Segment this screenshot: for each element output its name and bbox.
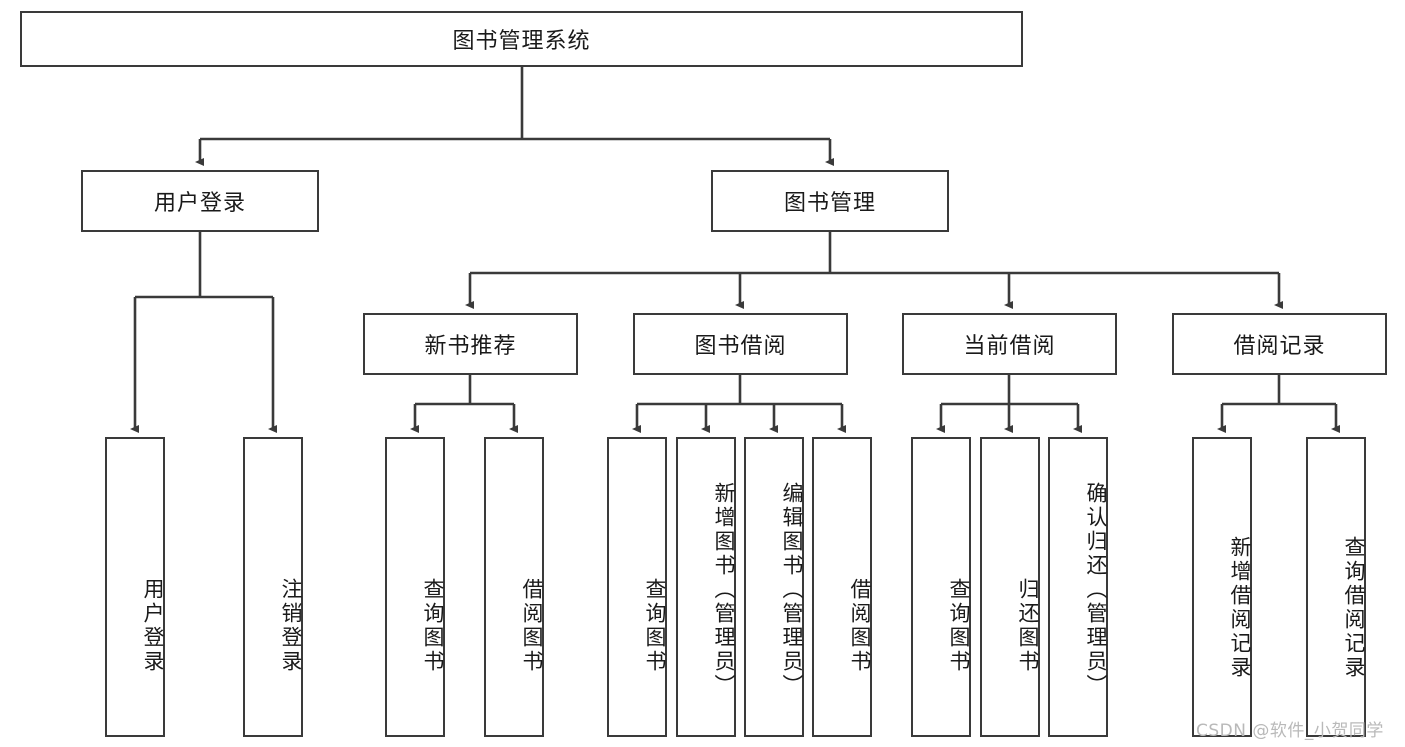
leaf-borrow-edit-book-admin[interactable]: 编辑图书（管理员） <box>744 437 804 737</box>
leaf-label: 新增借阅记录 <box>1228 536 1252 680</box>
node-current-borrow-label: 当前借阅 <box>963 334 1056 359</box>
leaf-label: 借阅图书 <box>520 578 544 674</box>
leaf-label: 查询图书 <box>421 578 445 674</box>
node-borrow-record-label: 借阅记录 <box>1233 334 1326 359</box>
leaf-record-query-record[interactable]: 查询借阅记录 <box>1306 437 1366 737</box>
node-root-book-management-system[interactable]: 图书管理系统 <box>20 11 1023 67</box>
watermark-csdn: CSDN @软件_小贺同学 <box>1196 721 1384 741</box>
node-new-book-recommend-label: 新书推荐 <box>424 334 517 359</box>
leaf-user-login-login[interactable]: 用户登录 <box>105 437 165 737</box>
leaf-newbook-query-book[interactable]: 查询图书 <box>385 437 445 737</box>
leaf-borrow-borrow-book[interactable]: 借阅图书 <box>812 437 872 737</box>
leaf-label: 借阅图书 <box>848 578 872 674</box>
leaf-current-query-book[interactable]: 查询图书 <box>911 437 971 737</box>
leaf-current-return-book[interactable]: 归还图书 <box>980 437 1040 737</box>
leaf-label: 新增图书（管理员） <box>712 482 736 698</box>
node-borrow-record[interactable]: 借阅记录 <box>1172 313 1387 375</box>
node-current-borrow[interactable]: 当前借阅 <box>902 313 1117 375</box>
node-book-borrow[interactable]: 图书借阅 <box>633 313 848 375</box>
node-new-book-recommend[interactable]: 新书推荐 <box>363 313 578 375</box>
leaf-label: 注销登录 <box>279 578 303 674</box>
leaf-label: 归还图书 <box>1016 578 1040 674</box>
node-user-login-label: 用户登录 <box>153 191 246 216</box>
leaf-newbook-borrow-book[interactable]: 借阅图书 <box>484 437 544 737</box>
leaf-borrow-add-book-admin[interactable]: 新增图书（管理员） <box>676 437 736 737</box>
node-book-management-label: 图书管理 <box>783 191 876 216</box>
leaf-label: 查询借阅记录 <box>1342 536 1366 680</box>
node-user-login[interactable]: 用户登录 <box>81 170 319 232</box>
leaf-record-add-record[interactable]: 新增借阅记录 <box>1192 437 1252 737</box>
leaf-label: 确认归还（管理员） <box>1084 482 1108 698</box>
node-book-management[interactable]: 图书管理 <box>711 170 949 232</box>
leaf-user-login-logout[interactable]: 注销登录 <box>243 437 303 737</box>
leaf-label: 编辑图书（管理员） <box>780 482 804 698</box>
leaf-borrow-query-book[interactable]: 查询图书 <box>607 437 667 737</box>
leaf-label: 用户登录 <box>141 578 165 674</box>
leaf-current-confirm-return-admin[interactable]: 确认归还（管理员） <box>1048 437 1108 737</box>
leaf-label: 查询图书 <box>643 578 667 674</box>
node-book-borrow-label: 图书借阅 <box>694 334 787 359</box>
leaf-label: 查询图书 <box>947 578 971 674</box>
node-root-label: 图书管理系统 <box>452 29 591 54</box>
